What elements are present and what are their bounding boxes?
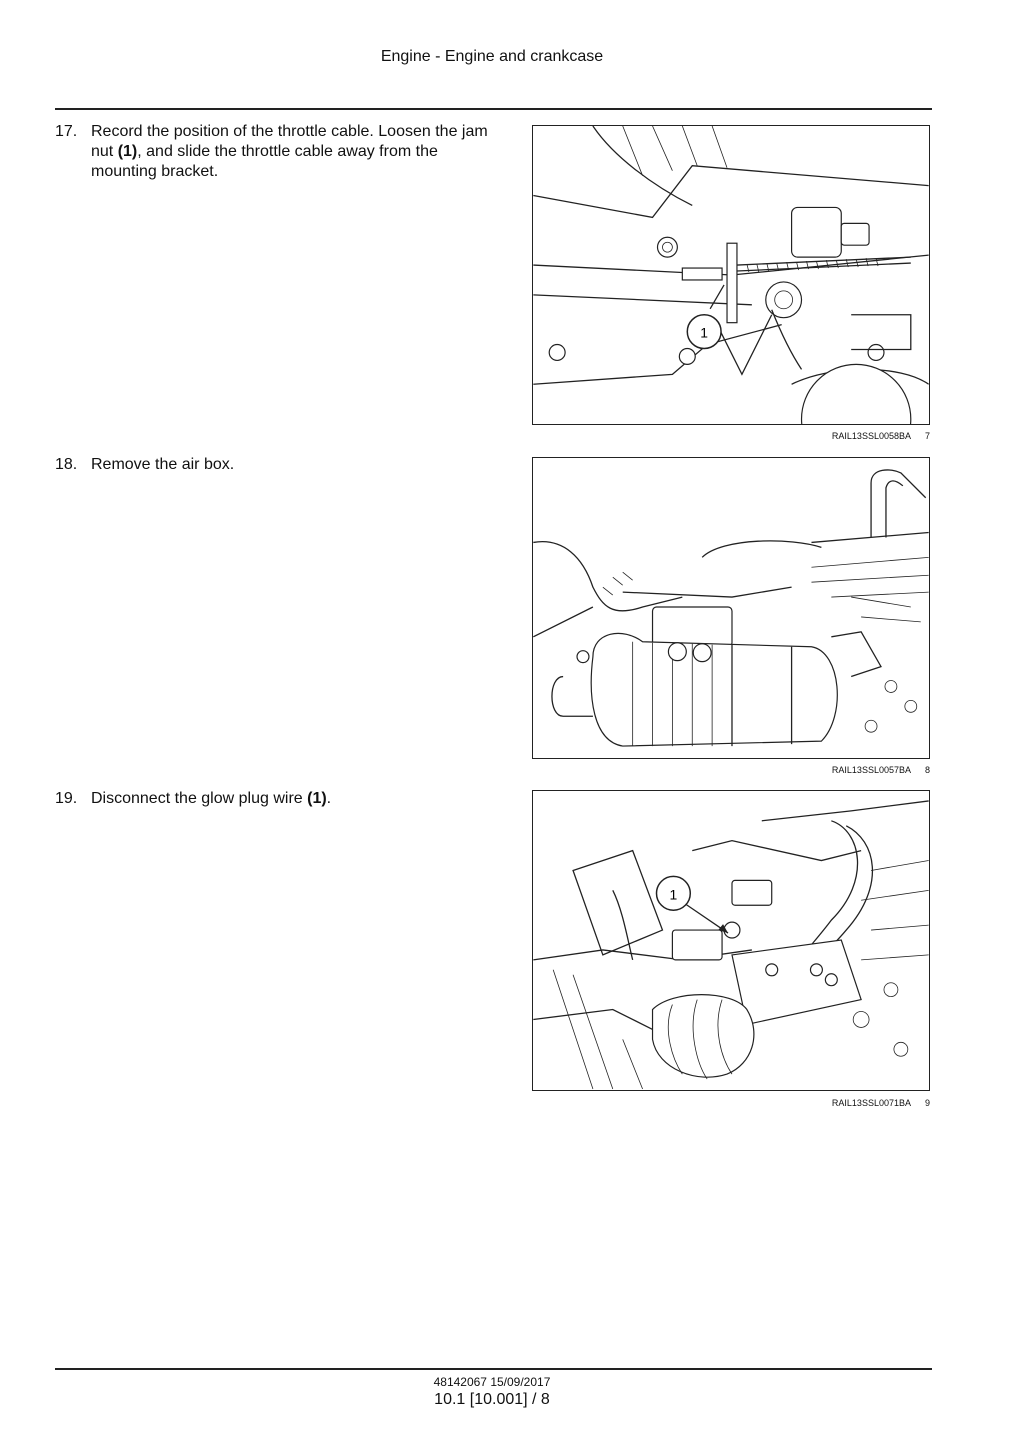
footer-rule <box>55 1368 932 1370</box>
callout-label: 1 <box>700 325 708 341</box>
step-text: Remove the air box. <box>91 456 235 473</box>
footer-page-number: 10.1 [10.001] / 8 <box>434 1391 550 1408</box>
step-number: 18. <box>55 456 78 473</box>
callout-circle-1 <box>655 875 692 911</box>
step-text: Disconnect the glow plug wire (1). <box>91 790 332 807</box>
page-header-title: Engine - Engine and crankcase <box>380 48 604 65</box>
footer-doc-id: 48142067 15/09/2017 <box>433 1375 551 1389</box>
figure-7-throttle-cable: 1 <box>532 125 930 425</box>
step-number: 19. <box>55 790 78 807</box>
throttle-cable-illustration: 1 <box>533 126 929 424</box>
callout-ref: (1) <box>307 790 327 807</box>
step-text: Record the position of the throttle cabl… <box>91 123 488 180</box>
figure-9-glow-plug-wire: 1 <box>532 790 930 1091</box>
callout-circle-1 <box>686 313 722 350</box>
figure-8-air-box <box>532 457 930 759</box>
air-box-illustration <box>533 469 929 747</box>
header-rule <box>55 108 932 110</box>
callout-ref: (1) <box>117 143 138 160</box>
callout-label: 1 <box>670 886 678 902</box>
step-number: 17. <box>55 123 78 140</box>
glow-plug-wire-illustration: 1 <box>533 800 929 1090</box>
